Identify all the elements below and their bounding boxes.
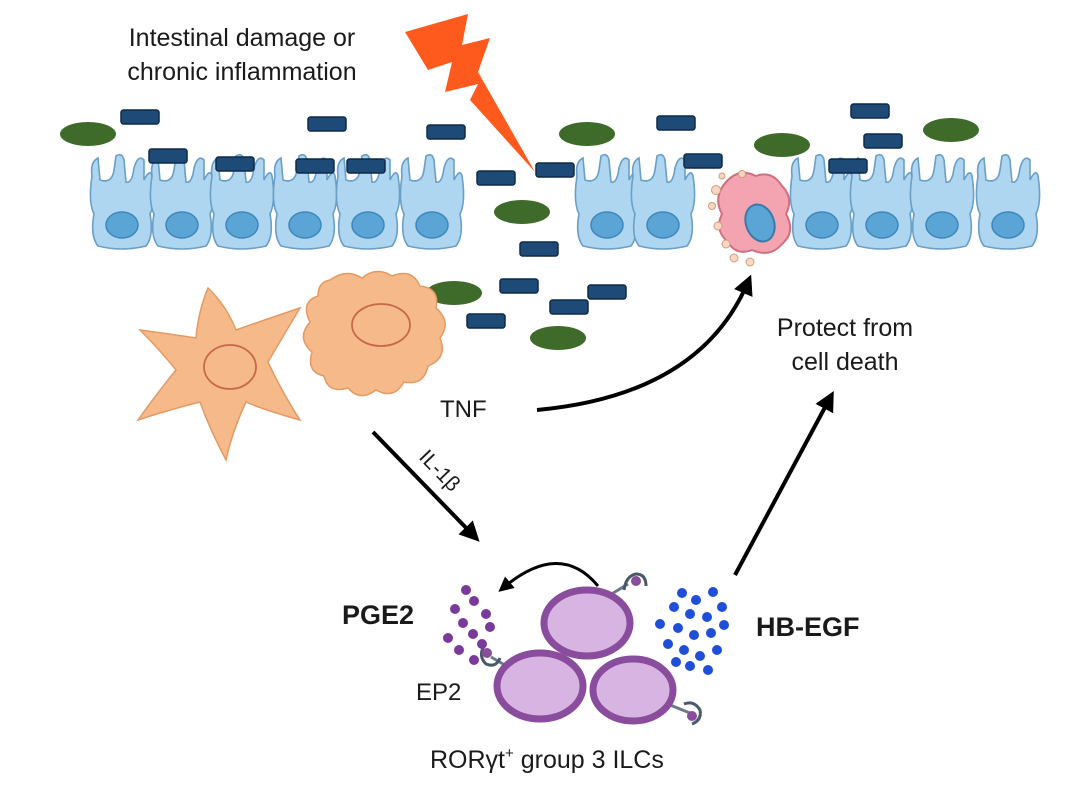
pge2-dot	[468, 629, 478, 639]
hbegf-dot	[695, 651, 705, 661]
epithelial-cell	[909, 153, 975, 250]
pge2-dot	[461, 585, 471, 595]
pge2-label: PGE2	[342, 600, 414, 630]
bacterium-rod	[828, 158, 868, 174]
bacterium-oval	[426, 281, 482, 305]
epithelial-cell	[849, 153, 915, 250]
lightning-bolt-icon	[405, 14, 535, 172]
bacterium-rod	[549, 299, 589, 315]
myeloid-cell-ruffled	[302, 270, 446, 397]
ilc3-cell-left	[479, 645, 587, 723]
ilc3-cluster	[479, 572, 702, 726]
epithelial-cell	[975, 153, 1041, 250]
hbegf-dot	[679, 645, 689, 655]
bacterium-rod	[519, 241, 559, 257]
hbegf-dot	[689, 630, 699, 640]
bacterium-rod	[148, 148, 188, 164]
hbegf-dot	[655, 619, 665, 629]
insult-label-line1: Intestinal damage or	[129, 24, 356, 52]
bacterium-rod	[295, 158, 335, 174]
hbegf-dot	[719, 620, 729, 630]
pge2-autocrine-arrow	[498, 562, 600, 592]
bacterium-rod	[307, 116, 347, 132]
epithelial-cell	[630, 153, 696, 250]
myeloid-cell-stellate	[136, 286, 302, 463]
bacteria-group	[60, 103, 979, 350]
pge2-dot	[443, 633, 453, 643]
bacterium-oval	[60, 122, 116, 146]
bacterium-rod	[120, 109, 160, 125]
bacterium-oval	[754, 133, 810, 157]
hbegf-dot	[703, 665, 713, 675]
il1b-label: IL-1β	[414, 445, 464, 496]
bacterium-rod	[535, 162, 575, 178]
bacterium-rod	[499, 278, 539, 294]
hbegf-dot	[685, 661, 695, 671]
hbegf-dot	[717, 602, 727, 612]
pge2-molecules	[443, 585, 495, 665]
epithelial-cell	[574, 153, 640, 250]
hbegf-dot	[663, 639, 673, 649]
hbegf-dot	[669, 602, 679, 612]
pge2-dot	[454, 645, 464, 655]
hbegf-dot	[712, 645, 722, 655]
insult-label-line2: chronic inflammation	[127, 58, 356, 86]
ep2-label: EP2	[416, 679, 461, 706]
hbegf-dot	[673, 623, 683, 633]
epithelial-cell	[399, 153, 465, 250]
bacterium-rod	[476, 170, 516, 186]
hbegf-dot	[706, 628, 716, 638]
il1b-arrow	[371, 430, 480, 542]
protect-label-line1: Protect from	[777, 314, 913, 342]
epithelial-cell	[789, 153, 855, 250]
tnf-arrow	[536, 274, 753, 412]
protect-label-line2: cell death	[791, 348, 898, 376]
bacterium-rod	[656, 115, 696, 131]
bacterium-rod	[426, 124, 466, 140]
bacterium-oval	[530, 326, 586, 350]
tnf-label: TNF	[440, 396, 487, 423]
hbegf-molecules	[655, 587, 729, 675]
bacterium-rod	[466, 313, 506, 329]
hbegf-arrow	[733, 390, 834, 576]
pge2-dot	[469, 596, 479, 606]
hbegf-dot	[685, 609, 695, 619]
pge2-dot	[477, 639, 487, 649]
hbegf-dot	[677, 588, 687, 598]
bacterium-oval	[559, 122, 615, 146]
epithelial-cell	[149, 153, 215, 250]
hbegf-dot	[708, 587, 718, 597]
bacterium-rod	[587, 284, 627, 300]
bacterium-rod	[850, 103, 890, 119]
bacterium-rod	[683, 153, 723, 169]
bacterium-rod	[863, 133, 903, 149]
hbegf-dot	[671, 657, 681, 667]
ilc3-label: RORγt+ group 3 ILCs	[430, 745, 664, 774]
bacterium-oval	[923, 118, 979, 142]
bacterium-rod	[346, 158, 386, 174]
hbegf-dot	[702, 612, 712, 622]
epithelial-cell	[89, 153, 155, 250]
epithelial-cell	[209, 153, 275, 250]
bacterium-rod	[215, 156, 255, 172]
pge2-dot	[469, 655, 479, 665]
epithelial-cell	[272, 153, 338, 250]
hbegf-label: HB-EGF	[756, 612, 860, 642]
pge2-dot	[458, 618, 468, 628]
bacterium-oval	[494, 200, 550, 224]
ilc3-cell-top	[540, 572, 648, 660]
pge2-dot	[485, 622, 495, 632]
dying-epithelial-cell	[708, 170, 792, 267]
pge2-dot	[481, 609, 491, 619]
pge2-dot	[450, 604, 460, 614]
hbegf-dot	[691, 595, 701, 605]
ilc3-cell-right	[589, 655, 702, 726]
